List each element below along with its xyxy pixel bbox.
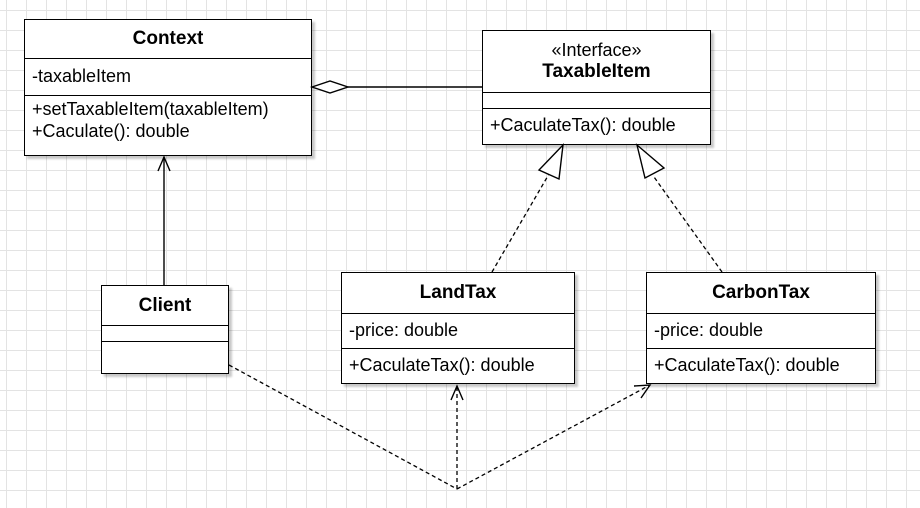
attribute: -price: double	[349, 320, 459, 340]
aggregation-connector	[309, 80, 482, 94]
dependency-arrowhead-carbontax	[633, 384, 652, 399]
association-arrowhead	[157, 155, 171, 172]
class-client[interactable]: Client	[101, 285, 229, 374]
attribute: -taxableItem	[32, 66, 132, 86]
class-landtax-header: LandTax	[342, 273, 574, 314]
aggregation-diamond	[309, 80, 351, 94]
class-context-name: Context	[132, 28, 204, 49]
class-carbontax-attributes: -price: double	[647, 314, 875, 349]
realization-triangle	[537, 143, 564, 181]
class-carbontax-header: CarbonTax	[647, 273, 875, 314]
class-carbontax-operations: +CaculateTax(): double	[647, 349, 875, 376]
class-taxableitem[interactable]: «Interface» TaxableItem +CaculateTax(): …	[482, 30, 711, 145]
operation: +Caculate(): double	[32, 121, 190, 141]
association-connector	[157, 155, 171, 285]
class-landtax-attributes: -price: double	[342, 314, 574, 349]
realization-connector-landtax	[491, 143, 564, 273]
dependency-line-carbontax	[456, 384, 651, 490]
dependency-arrowhead-landtax	[450, 384, 464, 401]
operation: +CaculateTax(): double	[349, 355, 535, 375]
class-context[interactable]: Context -taxableItem +setTaxableItem(tax…	[24, 19, 312, 156]
class-carbontax-name: CarbonTax	[712, 282, 810, 303]
class-taxableitem-stereotype: «Interface»	[551, 40, 642, 60]
operation: +setTaxableItem(taxableItem)	[32, 99, 269, 119]
class-landtax-operations: +CaculateTax(): double	[342, 349, 574, 376]
attribute: -price: double	[654, 320, 764, 340]
class-client-name: Client	[138, 294, 192, 316]
class-client-header: Client	[102, 286, 228, 326]
class-context-attributes: -taxableItem	[25, 59, 311, 96]
realization-line	[491, 173, 550, 273]
class-context-header: Context	[25, 20, 311, 59]
class-taxableitem-header: «Interface» TaxableItem	[483, 31, 710, 93]
class-context-operations: +setTaxableItem(taxableItem) +Caculate()…	[25, 96, 311, 142]
class-landtax-name: LandTax	[419, 282, 497, 303]
class-taxableitem-attributes	[483, 93, 710, 109]
class-carbontax[interactable]: CarbonTax -price: double +CaculateTax():…	[646, 272, 876, 384]
realization-line	[653, 176, 723, 273]
class-client-attributes	[102, 326, 228, 342]
operation: +CaculateTax(): double	[490, 115, 676, 135]
class-taxableitem-operations: +CaculateTax(): double	[483, 109, 710, 136]
operation: +CaculateTax(): double	[654, 355, 840, 375]
class-landtax[interactable]: LandTax -price: double +CaculateTax(): d…	[341, 272, 575, 384]
realization-connector-carbontax	[635, 143, 723, 273]
class-taxableitem-name: TaxableItem	[542, 61, 651, 82]
realization-triangle	[635, 143, 666, 180]
